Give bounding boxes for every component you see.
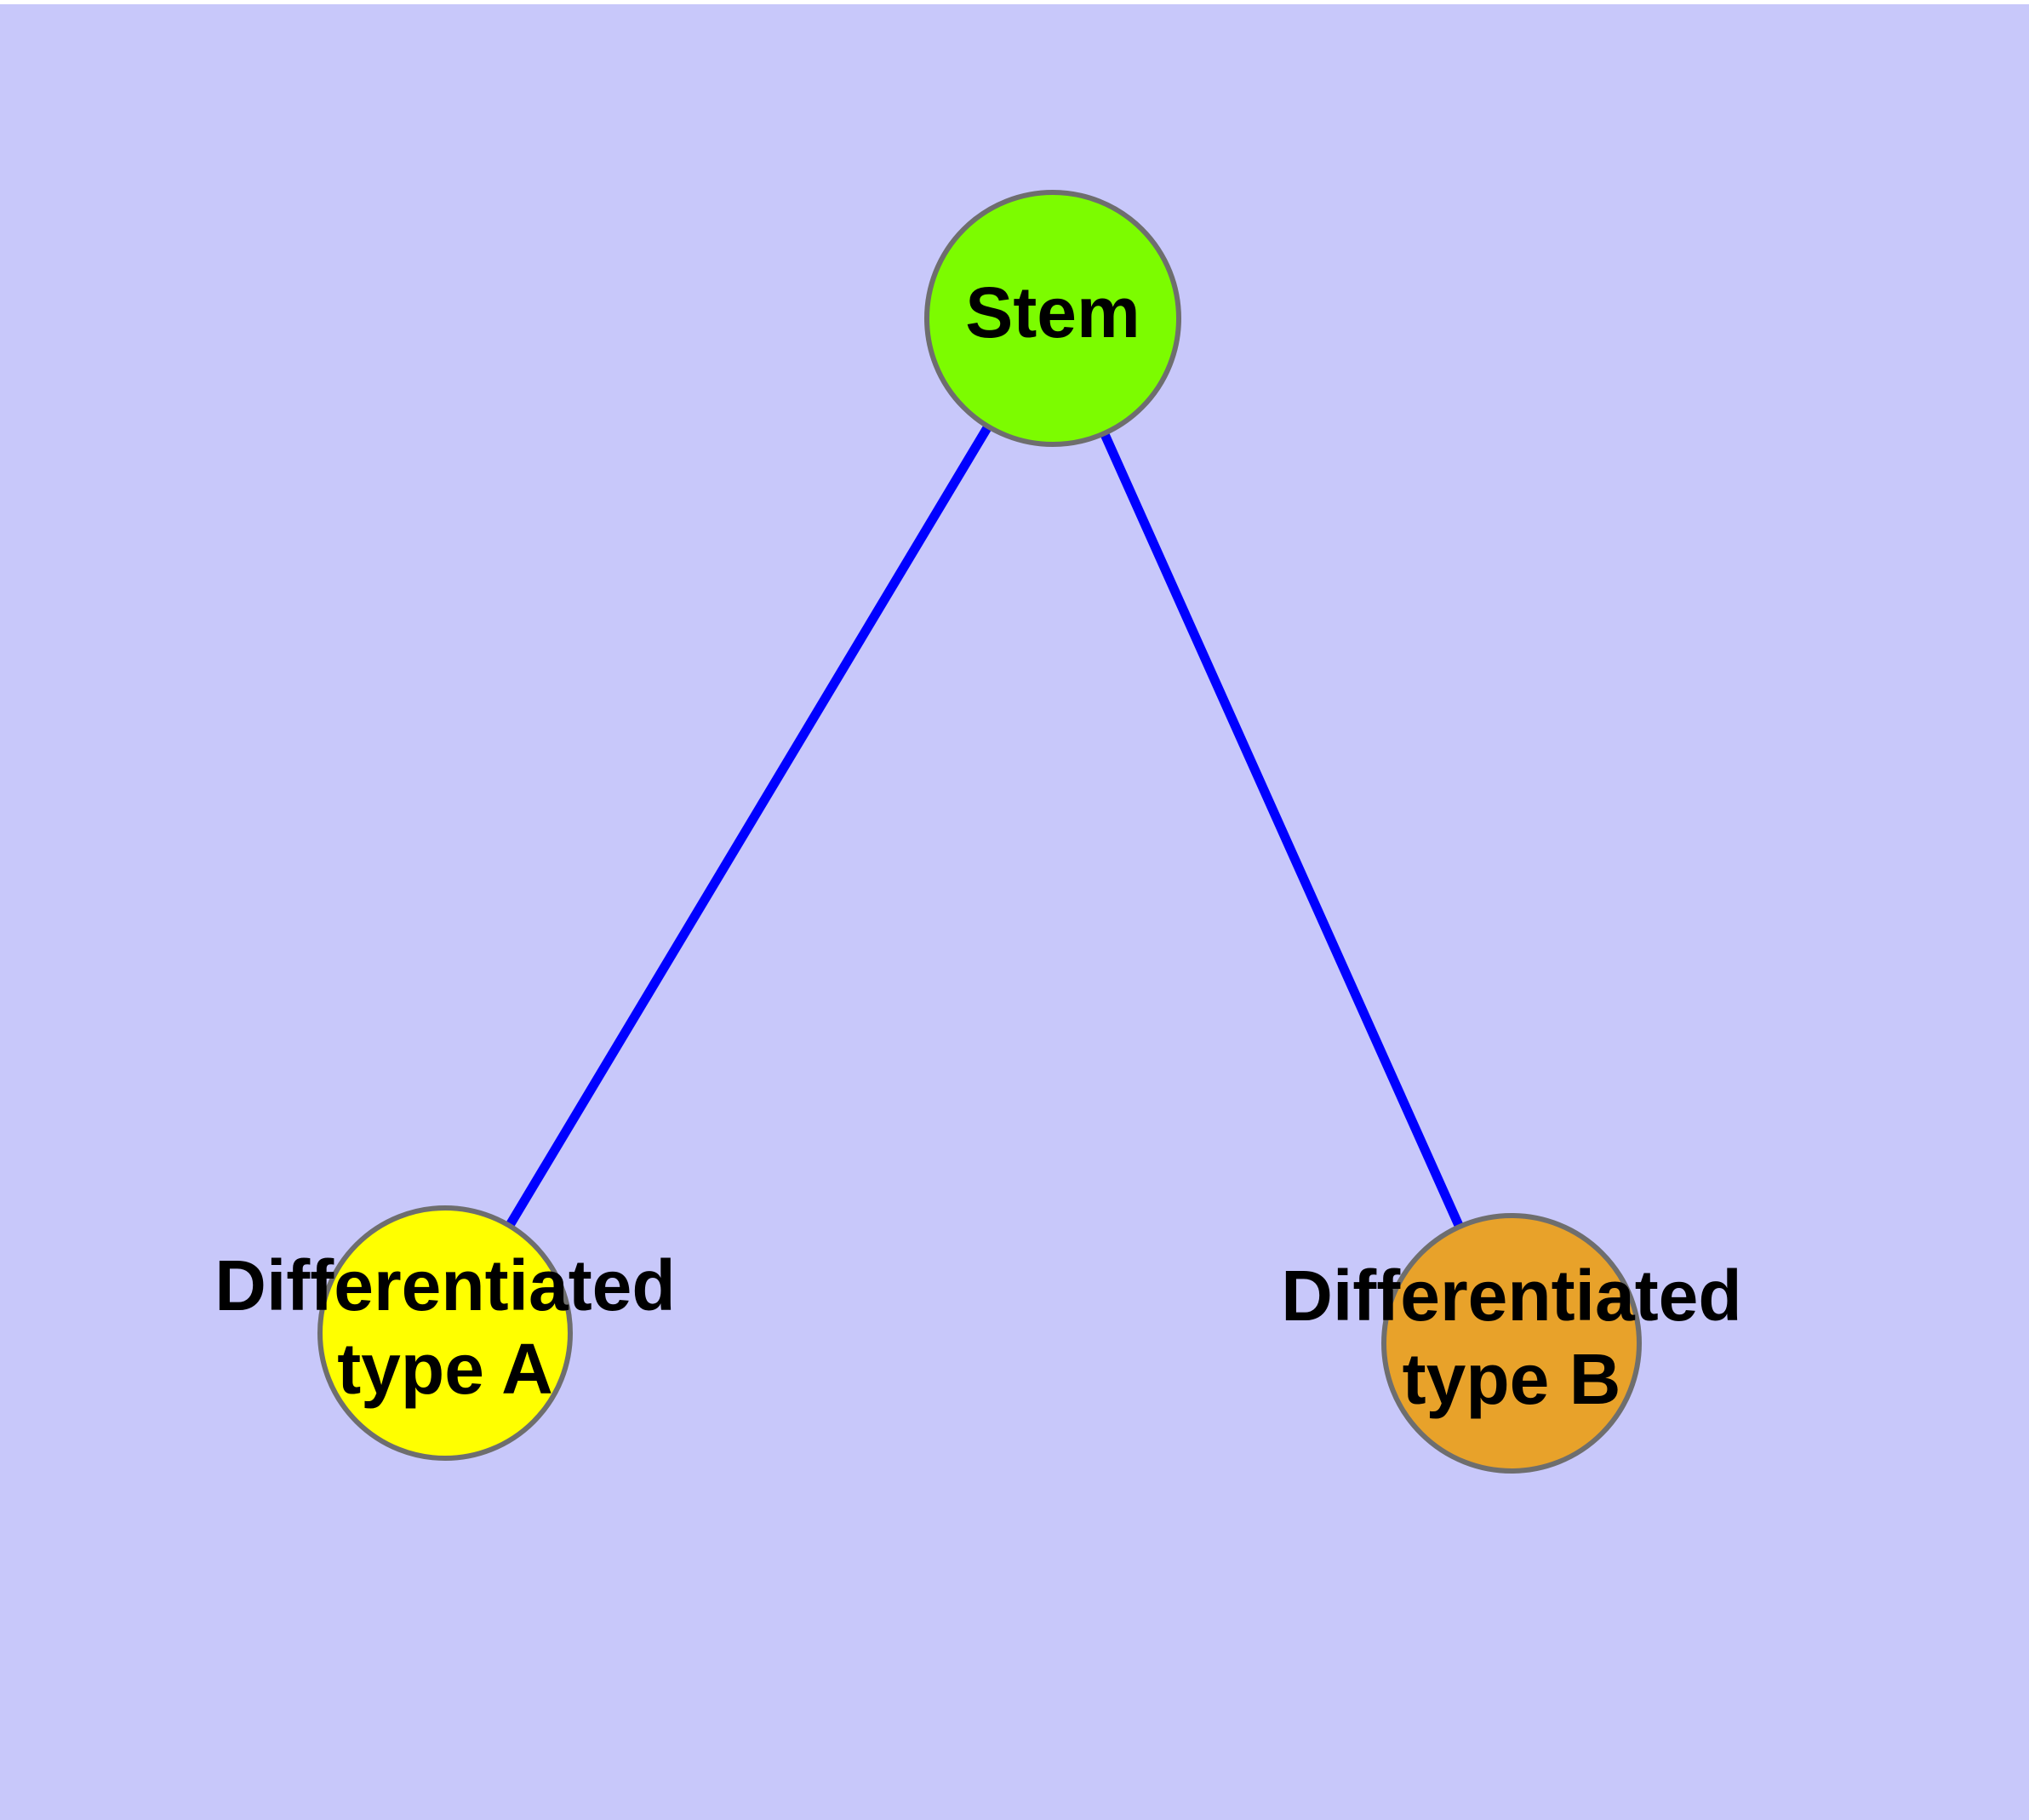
edge-stem-to-diff_a (506, 425, 992, 1228)
node-diff_a[interactable] (317, 1205, 573, 1461)
node-label-line: Stem (965, 272, 1140, 352)
node-label-line: Differentiated (214, 1245, 675, 1325)
node-stem[interactable] (924, 190, 1181, 447)
node-label-line: Differentiated (1281, 1256, 1741, 1336)
edges-layer (506, 425, 1463, 1228)
edge-stem-to-diff_b (1100, 432, 1463, 1228)
nodes-layer (317, 190, 1642, 1474)
node-label-line: type A (337, 1329, 553, 1409)
node-diff_b[interactable] (1381, 1213, 1642, 1474)
node-label-line: type B (1403, 1339, 1621, 1419)
node-label-stem: Stem (965, 272, 1140, 352)
